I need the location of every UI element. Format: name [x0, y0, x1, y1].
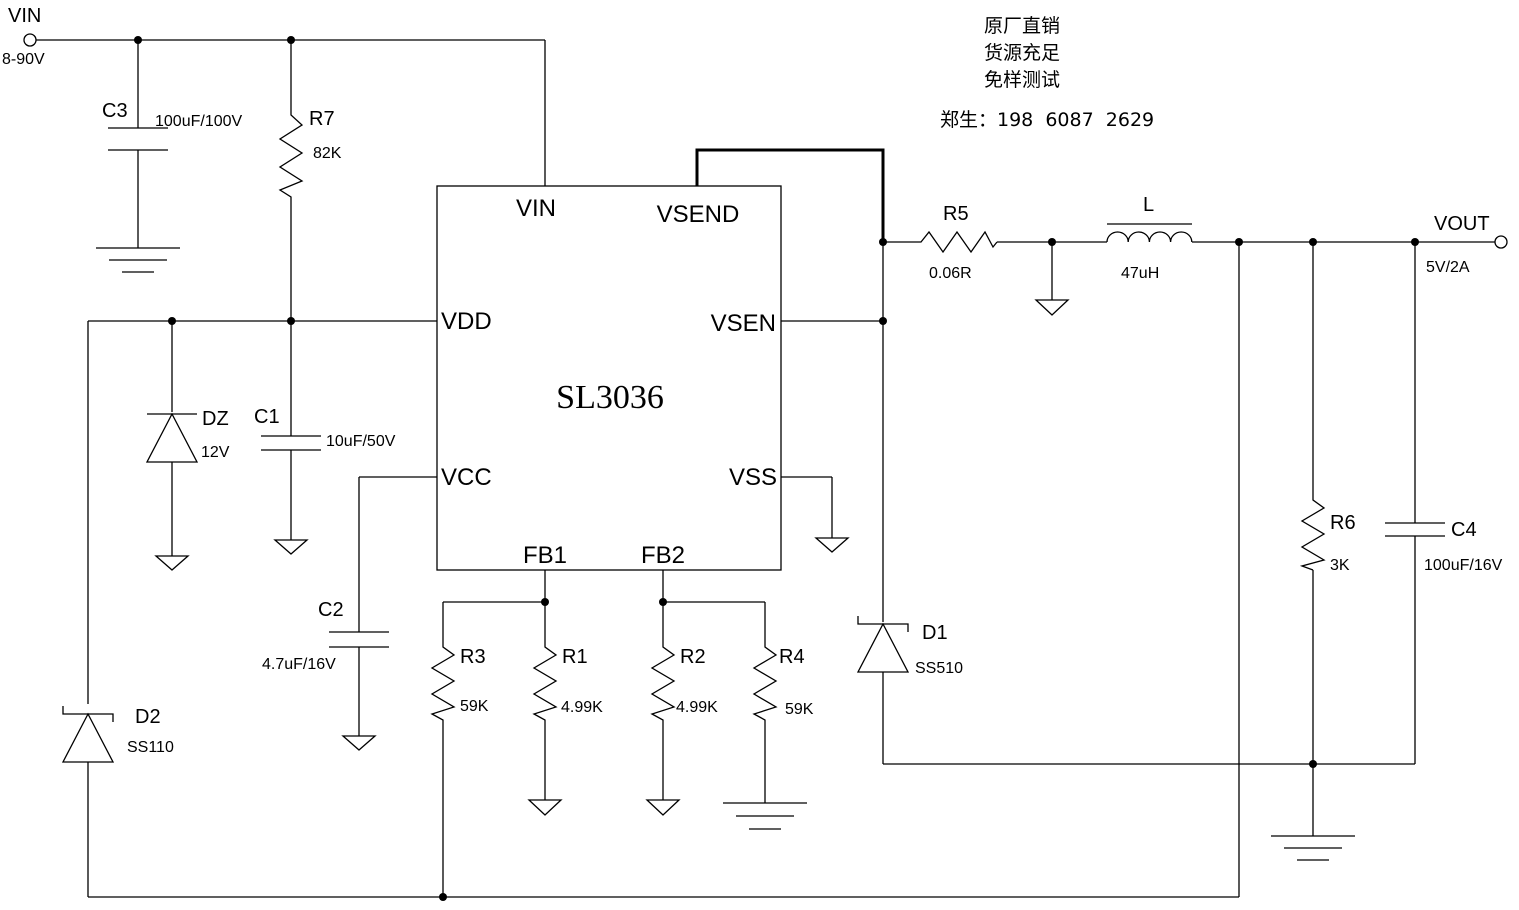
d2-ref: D2 — [135, 706, 161, 728]
dz-ref: DZ — [202, 408, 229, 430]
r5-value: 0.06R — [929, 265, 972, 282]
l-ref: L — [1143, 194, 1154, 216]
r1-value: 4.99K — [561, 699, 603, 716]
sales-notes: 原厂直销 货源充足 免样测试 郑生：198 6087 2629 — [940, 15, 1154, 131]
ic-name: SL3036 — [556, 379, 664, 416]
capacitor-c4: C4 100uF/16V — [1385, 519, 1503, 574]
pin-fb2: FB2 — [641, 542, 685, 569]
r7-ref: R7 — [309, 108, 335, 130]
d1-value: SS510 — [915, 660, 963, 677]
r7-value: 82K — [313, 145, 342, 162]
vout-terminal-label: VOUT — [1434, 213, 1490, 235]
d1-ref: D1 — [922, 622, 948, 644]
diode-d1: D1 SS510 — [856, 616, 963, 677]
c3-ref: C3 — [102, 100, 128, 122]
junction-dots — [134, 36, 1419, 901]
r4-value: 59K — [785, 701, 814, 718]
c4-value: 100uF/16V — [1424, 557, 1503, 574]
r3-ref: R3 — [460, 646, 486, 668]
note-line-2: 货源充足 — [984, 42, 1060, 64]
ic-sl3036: SL3036 VIN VSEND VDD VSEN VCC VSS FB1 FB… — [436, 185, 782, 571]
pin-vin: VIN — [516, 195, 556, 222]
capacitor-c2: C2 4.7uF/16V — [262, 599, 389, 673]
resistor-r3: R3 59K — [430, 637, 489, 722]
r6-ref: R6 — [1330, 512, 1356, 534]
vout-rating: 5V/2A — [1426, 259, 1470, 276]
d2-value: SS110 — [127, 739, 174, 756]
diode-d2: D2 SS110 — [61, 706, 174, 763]
dz-value: 12V — [201, 444, 230, 461]
r4-ref: R4 — [779, 646, 805, 668]
resistor-r4: R4 59K — [752, 637, 814, 722]
c4-ref: C4 — [1451, 519, 1477, 541]
resistor-r1: R1 4.99K — [532, 637, 603, 722]
pin-vdd: VDD — [441, 308, 492, 335]
r5-ref: R5 — [943, 203, 969, 225]
contact-line: 郑生：198 6087 2629 — [940, 109, 1154, 131]
c1-ref: C1 — [254, 406, 280, 428]
c1-value: 10uF/50V — [326, 433, 396, 450]
vout-terminal: VOUT 5V/2A — [1426, 213, 1508, 276]
zener-dz: DZ 12V — [145, 408, 230, 463]
pin-vcc: VCC — [441, 464, 492, 491]
pin-vsen: VSEN — [711, 310, 776, 337]
c2-ref: C2 — [318, 599, 344, 621]
r1-ref: R1 — [562, 646, 588, 668]
c3-value: 100uF/100V — [155, 113, 243, 130]
r2-value: 4.99K — [676, 699, 718, 716]
wires — [36, 39, 1495, 898]
c2-value: 4.7uF/16V — [262, 656, 336, 673]
l-value: 47uH — [1121, 265, 1159, 282]
pin-fb1: FB1 — [523, 542, 567, 569]
r2-ref: R2 — [680, 646, 706, 668]
inductor-l: L 47uH — [1106, 194, 1193, 282]
resistor-r5: R5 0.06R — [913, 203, 998, 282]
ground-symbols — [96, 247, 1355, 861]
pin-vsend: VSEND — [657, 201, 740, 228]
capacitor-c3: C3 100uF/100V — [102, 100, 243, 151]
vin-range: 8-90V — [2, 51, 45, 68]
resistor-r7: R7 82K — [278, 95, 342, 210]
pin-vss: VSS — [729, 464, 777, 491]
resistor-r6: R6 3K — [1299, 490, 1356, 574]
vin-terminal-label: VIN — [8, 5, 41, 27]
note-line-1: 原厂直销 — [984, 15, 1060, 37]
capacitor-c1: C1 10uF/50V — [254, 406, 396, 451]
r6-value: 3K — [1330, 557, 1350, 574]
note-line-3: 免样测试 — [984, 69, 1060, 91]
ic-body — [436, 185, 782, 571]
vin-terminal: VIN 8-90V — [2, 5, 45, 68]
r3-value: 59K — [460, 698, 489, 715]
resistor-r2: R2 4.99K — [650, 637, 718, 722]
